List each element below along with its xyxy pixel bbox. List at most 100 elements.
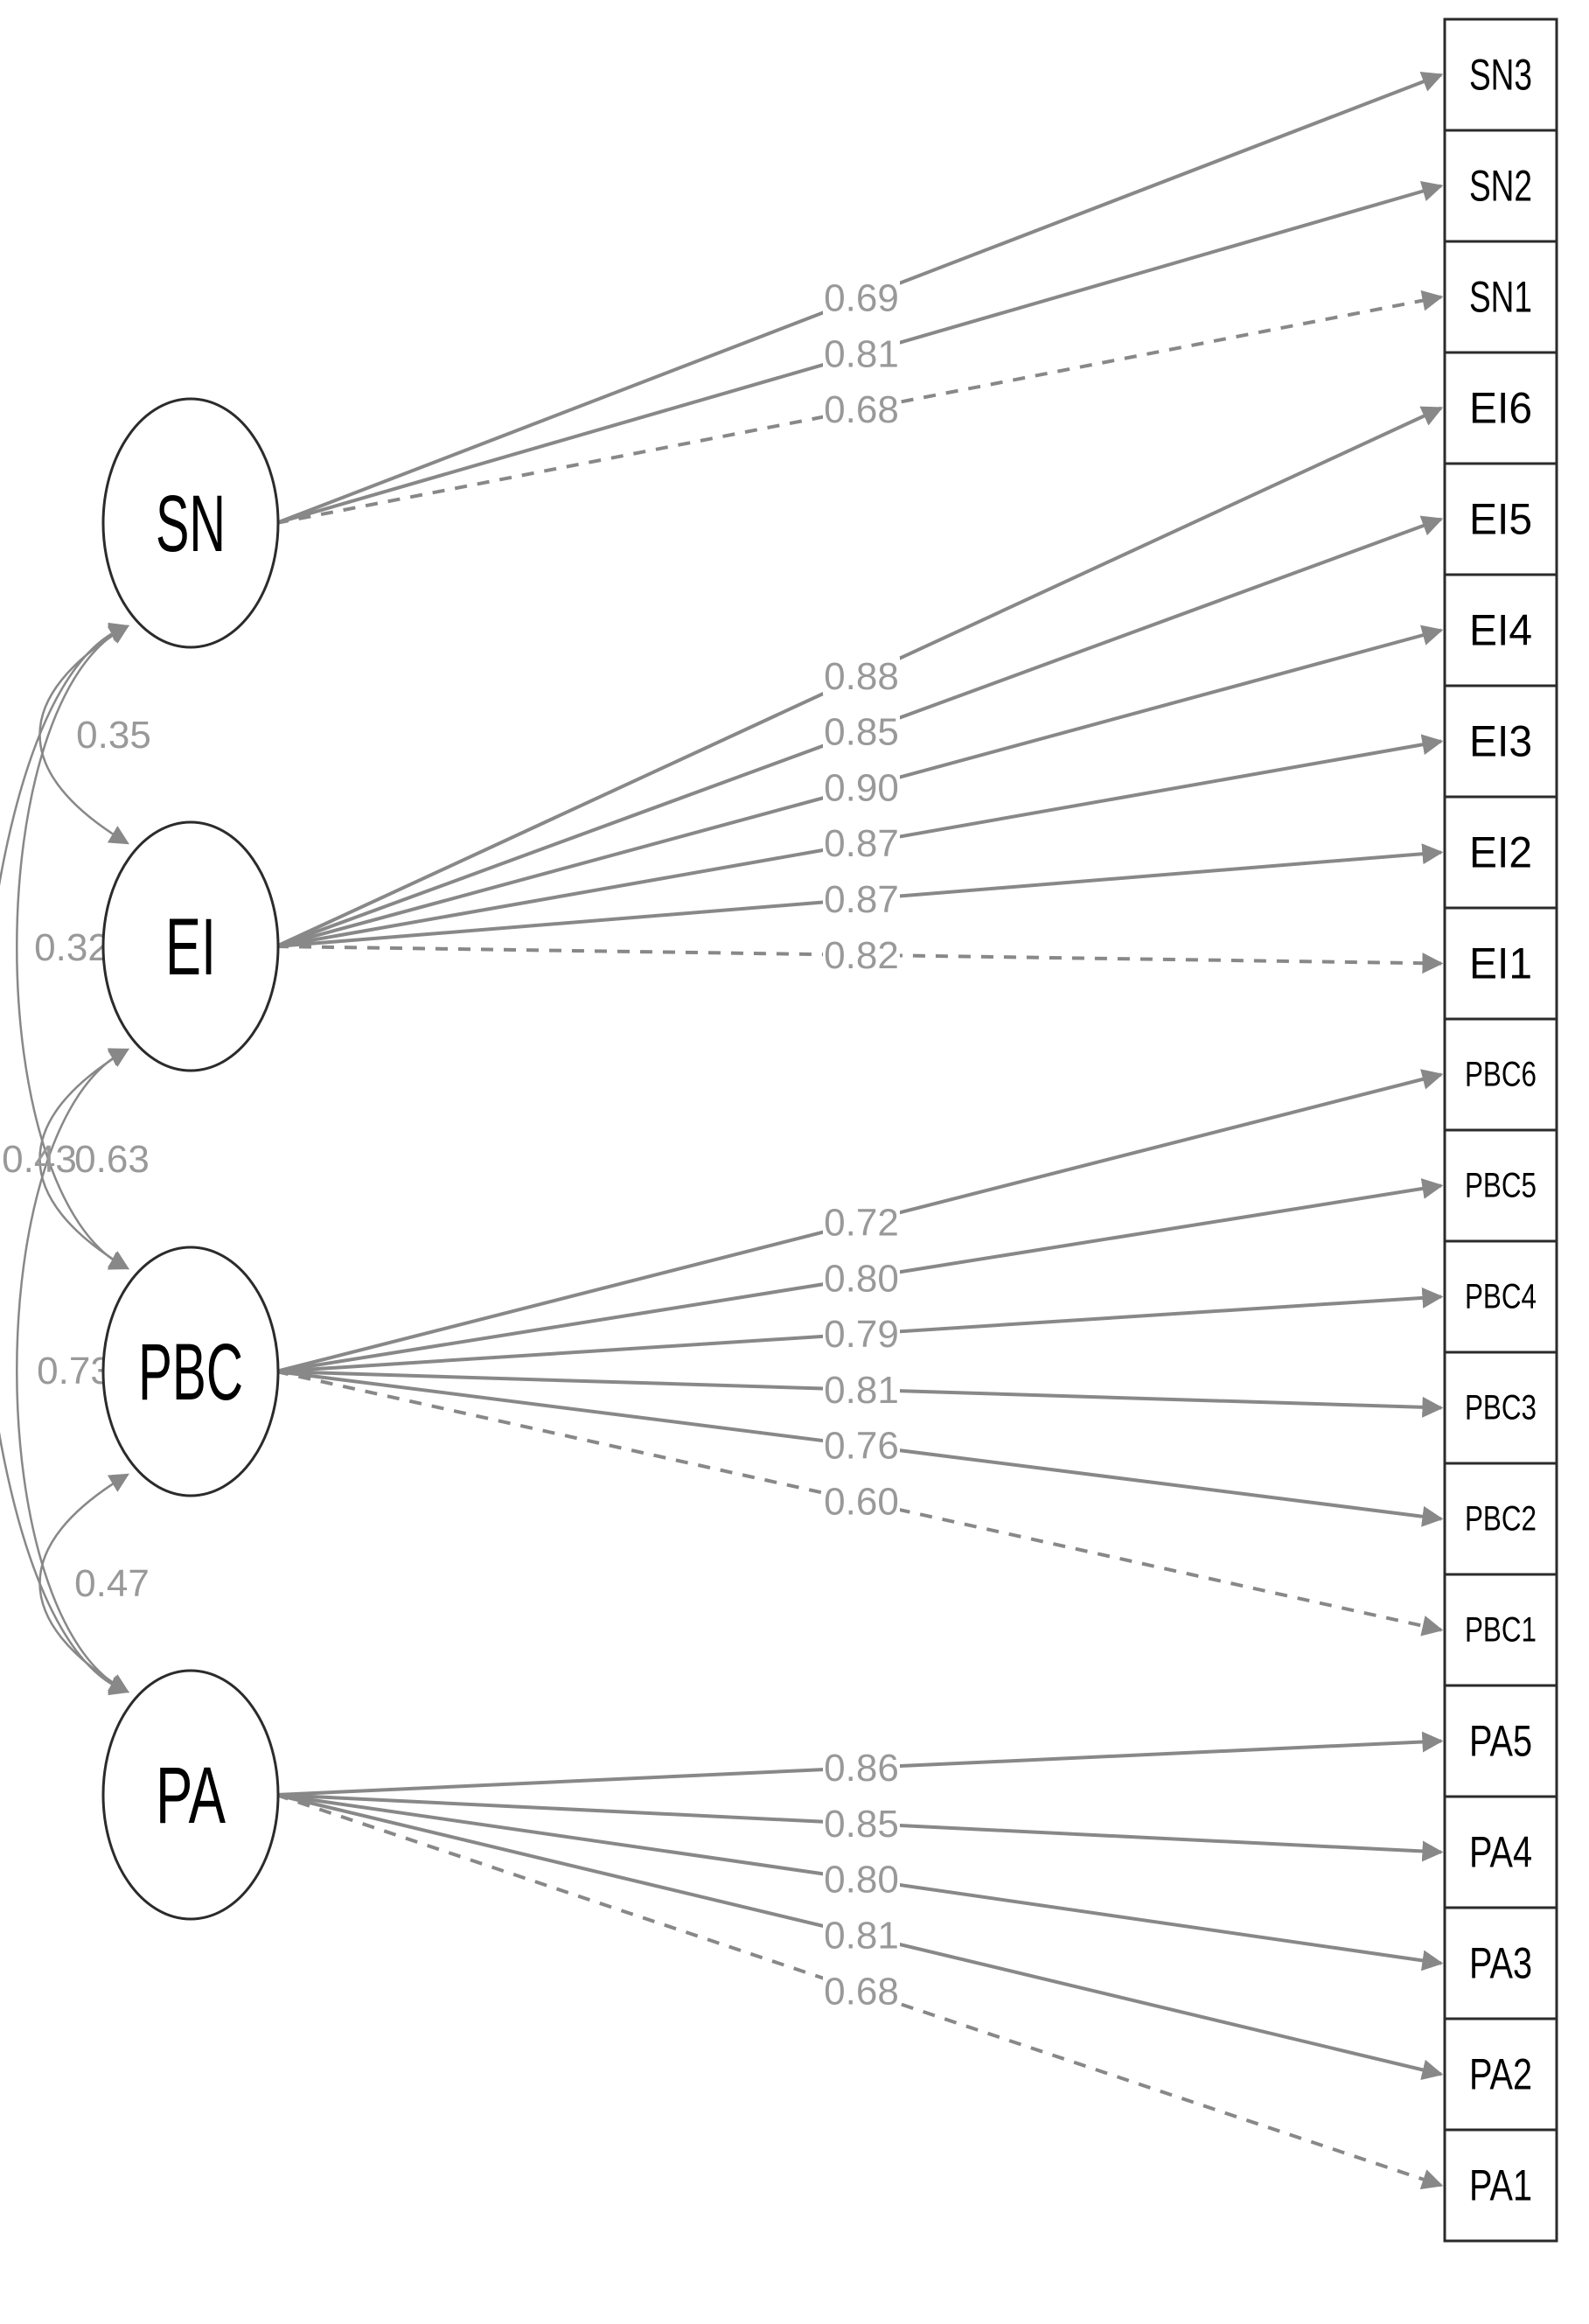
indicator-label: EI2 xyxy=(1469,828,1532,877)
indicator-pa5: PA5 xyxy=(1443,1684,1558,1798)
loading-value-ei3: 0.87 xyxy=(824,822,899,865)
indicator-label: PBC2 xyxy=(1465,1500,1537,1539)
latent-node-sn: SN xyxy=(101,397,280,649)
loading-label-background xyxy=(823,1482,900,1521)
indicator-pbc1: PBC1 xyxy=(1443,1573,1558,1687)
loading-label-background xyxy=(823,1203,900,1242)
indicator-box xyxy=(1443,1350,1558,1465)
loading-value-pa4: 0.85 xyxy=(824,1803,899,1846)
loading-label-background xyxy=(823,1426,900,1465)
indicator-pbc6: PBC6 xyxy=(1443,1017,1558,1132)
loading-label-group: 0.68 xyxy=(823,1970,900,2013)
covariance-value-pbc-pa: 0.47 xyxy=(74,1562,150,1605)
coefficient-labels-layer: 0.69 0.81 0.68 0.88 0.85 0.90 0.87 0.87 0.82 0.72… xyxy=(2,277,900,2013)
indicator-sn1: SN1 xyxy=(1443,240,1558,354)
indicator-box xyxy=(1443,462,1558,576)
indicator-label: PBC6 xyxy=(1465,1056,1537,1094)
covariance-sn-pa xyxy=(0,622,130,1696)
indicator-label: SN3 xyxy=(1469,51,1532,100)
loading-value-pa5: 0.86 xyxy=(824,1747,899,1790)
loading-label-group: 0.85 xyxy=(823,1803,900,1846)
loading-value-pbc1: 0.60 xyxy=(824,1480,899,1523)
loading-value-pa1: 0.68 xyxy=(824,1970,899,2013)
loading-value-ei6: 0.88 xyxy=(824,655,899,698)
indicator-box xyxy=(1443,1462,1558,1576)
covariance-value-sn-pbc: 0.32 xyxy=(34,926,109,969)
loading-label-background xyxy=(823,880,900,919)
loading-label-background xyxy=(823,334,900,373)
indicator-label: EI1 xyxy=(1469,939,1532,988)
loading-label-background xyxy=(823,1259,900,1298)
indicator-label: EI3 xyxy=(1469,717,1532,766)
indicator-box xyxy=(1443,906,1558,1021)
loading-value-pbc2: 0.76 xyxy=(824,1425,899,1468)
indicator-ei6: EI6 xyxy=(1443,351,1558,465)
latent-circle xyxy=(101,1246,280,1497)
loading-value-pbc4: 0.79 xyxy=(824,1313,899,1356)
indicator-label: PA4 xyxy=(1469,1828,1532,1877)
latent-circle xyxy=(101,820,280,1072)
loading-label-background xyxy=(823,1748,900,1788)
indicator-ei2: EI2 xyxy=(1443,795,1558,910)
loading-label-background xyxy=(823,1804,900,1843)
indicator-pbc3: PBC3 xyxy=(1443,1350,1558,1465)
indicator-box xyxy=(1443,1239,1558,1354)
loading-label-background xyxy=(823,1916,900,1955)
indicator-pbc5: PBC5 xyxy=(1443,1128,1558,1243)
indicator-pbc2: PBC2 xyxy=(1443,1462,1558,1576)
covariance-ei-pbc xyxy=(38,1048,129,1270)
covariance-value-ei-pa: 0.73 xyxy=(37,1350,112,1392)
latent-label: PA xyxy=(156,1751,226,1840)
loading-label-group: 0.87 xyxy=(823,822,900,865)
loading-value-sn1: 0.68 xyxy=(824,388,899,431)
loading-label-group: 0.81 xyxy=(823,1369,900,1412)
loading-value-ei2: 0.87 xyxy=(824,878,899,921)
loading-label-group: 0.87 xyxy=(823,878,900,921)
indicator-box xyxy=(1443,1684,1558,1798)
indicator-box xyxy=(1443,351,1558,465)
loading-value-ei5: 0.85 xyxy=(824,711,899,754)
covariance-layer xyxy=(0,622,130,1696)
loading-label-background xyxy=(823,278,900,318)
loading-label-background xyxy=(823,1315,900,1354)
loading-label-background xyxy=(823,712,900,751)
loading-label-group: 0.72 xyxy=(823,1201,900,1244)
covariance-ei-pa xyxy=(16,1048,130,1693)
indicator-box xyxy=(1443,573,1558,687)
loading-label-group: 0.88 xyxy=(823,655,900,698)
indicator-sn2: SN2 xyxy=(1443,129,1558,243)
loading-label-group: 0.80 xyxy=(823,1859,900,1902)
loading-label-group: 0.82 xyxy=(823,934,900,977)
loading-value-sn3: 0.69 xyxy=(824,277,899,320)
covariance-value-ei-pbc: 0.63 xyxy=(74,1138,150,1181)
latent-label: EI xyxy=(165,903,216,992)
indicator-ei5: EI5 xyxy=(1443,462,1558,576)
loading-label-background xyxy=(823,935,900,974)
latent-label: PBC xyxy=(138,1328,243,1417)
loading-label-group: 0.79 xyxy=(823,1313,900,1356)
loading-value-pa2: 0.81 xyxy=(824,1914,899,1957)
indicator-label: PA3 xyxy=(1469,1939,1532,1988)
loading-label-group: 0.76 xyxy=(823,1425,900,1468)
indicator-box xyxy=(1443,1128,1558,1243)
loading-label-background xyxy=(823,824,900,863)
loading-label-group: 0.60 xyxy=(823,1480,900,1523)
indicator-box xyxy=(1443,684,1558,799)
indicator-pa1: PA1 xyxy=(1443,2128,1558,2243)
indicator-box xyxy=(1443,2128,1558,2243)
latent-circle xyxy=(101,397,280,649)
loading-label-group: 0.81 xyxy=(823,1914,900,1957)
indicator-sn3: SN3 xyxy=(1443,17,1558,132)
indicator-label: SN2 xyxy=(1469,162,1532,211)
loading-value-pbc5: 0.80 xyxy=(824,1257,899,1300)
indicator-box xyxy=(1443,1573,1558,1687)
indicator-box xyxy=(1443,2017,1558,2132)
indicator-ei3: EI3 xyxy=(1443,684,1558,799)
loading-value-ei4: 0.90 xyxy=(824,766,899,809)
loading-label-background xyxy=(823,1370,900,1409)
indicator-ei4: EI4 xyxy=(1443,573,1558,687)
indicator-label: PA1 xyxy=(1469,2161,1532,2210)
indicator-box xyxy=(1443,1906,1558,2020)
indicator-label: PBC4 xyxy=(1465,1278,1537,1316)
